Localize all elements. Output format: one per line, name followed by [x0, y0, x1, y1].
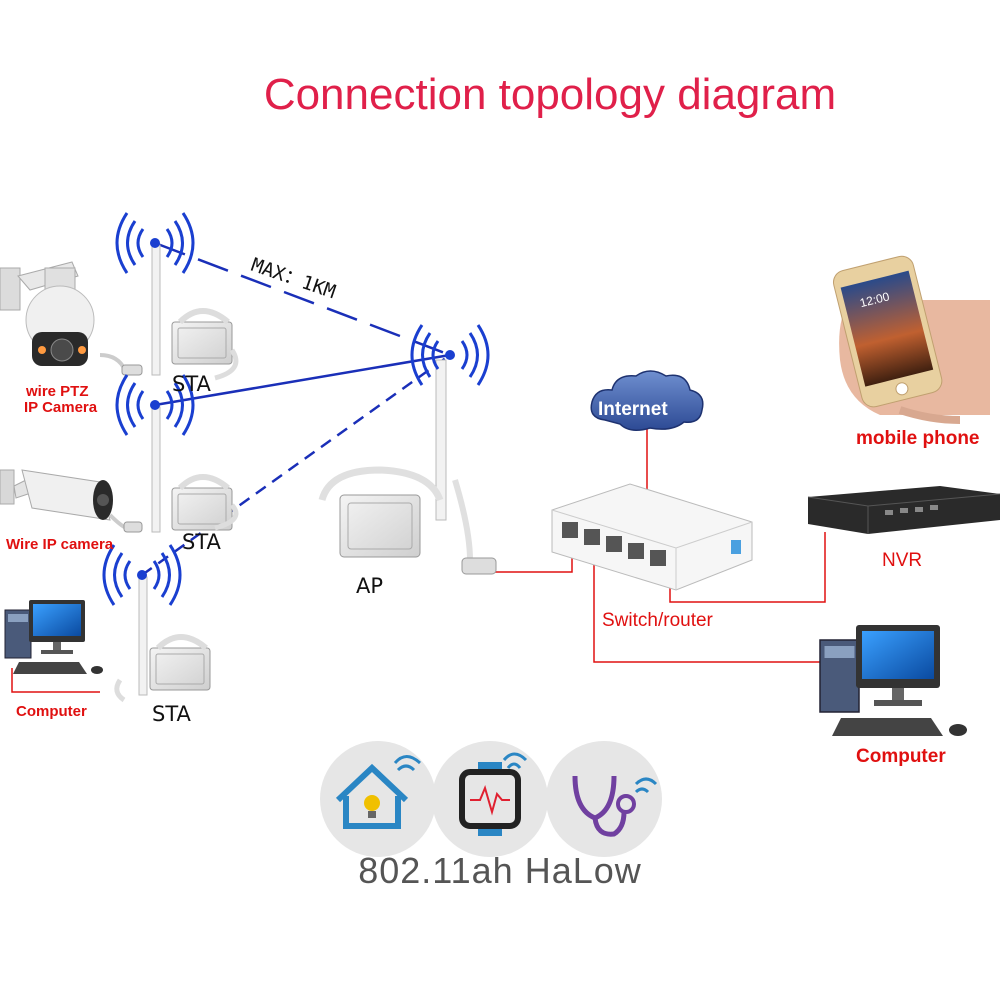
sta-3-label: STA — [152, 702, 191, 726]
mobile-phone-device: 12:00 — [832, 255, 990, 424]
smart-home-icon — [320, 741, 436, 857]
ptz-camera-label-line1: wire PTZ — [26, 383, 89, 400]
nvr-device — [807, 486, 1000, 534]
switch-router-device — [551, 483, 753, 591]
switch-router-label: Switch/router — [602, 610, 713, 631]
wireless-link-sta3-ap — [141, 353, 451, 577]
ptz-camera — [0, 261, 143, 376]
sta-2-label: STA — [182, 530, 221, 554]
nvr-label: NVR — [882, 550, 923, 571]
ip-camera-label: Wire IP camera — [6, 536, 114, 553]
ap-device — [318, 323, 497, 575]
internet-label: Internet — [598, 399, 668, 420]
mobile-phone-label: mobile phone — [856, 428, 980, 449]
ptz-camera-label-line2: IP Camera — [24, 399, 98, 416]
internet-cloud-icon — [590, 370, 704, 431]
halow-footer-label: 802.11ah HaLow — [358, 850, 642, 891]
computer-right-label: Computer — [856, 746, 946, 767]
sta-1-label: STA — [172, 372, 211, 396]
ap-label: AP — [356, 574, 384, 598]
smart-watch-icon — [432, 741, 548, 857]
wireless-link-sta2-ap — [154, 353, 451, 407]
sta-3-device — [102, 543, 210, 703]
wireless-link-sta1-ap — [154, 241, 451, 357]
stethoscope-icon — [546, 741, 662, 857]
computer-left-device — [4, 599, 104, 675]
computer-left-label: Computer — [16, 703, 87, 720]
page-title: Connection topology diagram — [263, 70, 837, 119]
sta-1-device — [115, 211, 239, 381]
wired-link-left-computer — [11, 668, 100, 693]
bullet-ip-camera — [0, 469, 143, 533]
computer-right-device — [819, 624, 968, 737]
sta-2-device — [115, 373, 239, 532]
wireless-links — [141, 241, 451, 577]
wired-link-switch-computer — [593, 545, 820, 663]
